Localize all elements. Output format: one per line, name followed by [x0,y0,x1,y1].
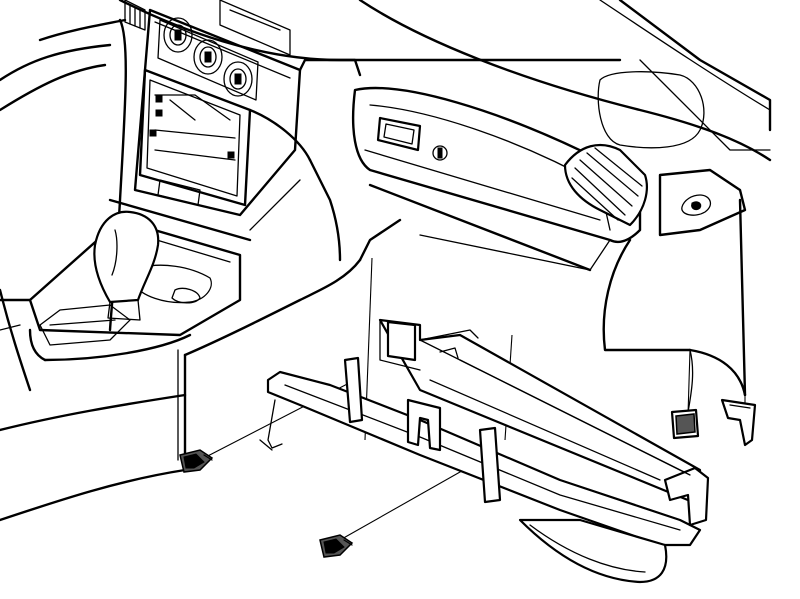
mounting-clip [720,398,757,447]
mounting-screw [319,534,354,558]
wiring-connector [670,349,700,440]
side-air-vent [563,143,648,227]
climate-control-knobs [157,17,259,101]
gear-selector [93,210,160,321]
center-console [0,0,362,362]
knob-right [223,61,253,97]
knob-left [163,17,193,53]
dashboard [0,0,772,522]
knob-middle [193,39,223,75]
glovebox-frame [259,318,710,584]
mounting-screw [179,449,214,473]
